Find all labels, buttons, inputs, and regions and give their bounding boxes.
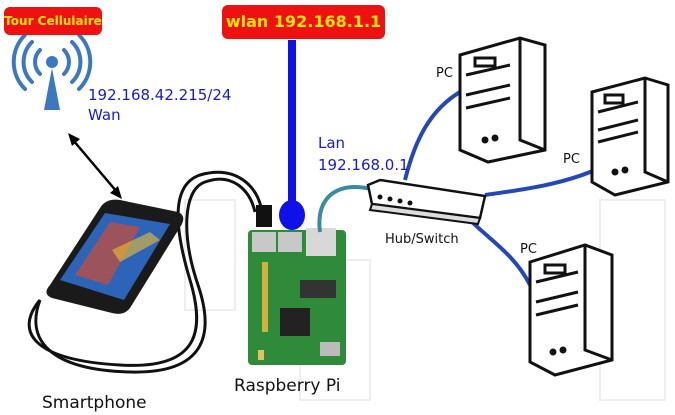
lan-ip-label: 192.168.0.1 [318, 156, 409, 174]
usb-cable [27, 170, 264, 374]
hub-switch-icon [366, 178, 487, 226]
wan-label: Wan [88, 106, 121, 124]
wlan-badge: wlan 192.168.1.1 [222, 5, 385, 39]
pc-tower-icon [528, 243, 614, 377]
smartphone-icon [46, 199, 184, 314]
wan-ip-label: 192.168.42.215/24 [88, 86, 232, 104]
raspberry-pi-label: Raspberry Pi [234, 376, 341, 396]
pc-tower-icon [590, 76, 670, 197]
pc-label-3: PC [520, 242, 537, 257]
pc-cables [403, 90, 596, 286]
raspberry-pi-icon [248, 228, 346, 365]
lan-cable [317, 185, 376, 233]
wan-link-arrow [68, 133, 122, 199]
tower-badge: Tour Cellulaire [4, 7, 102, 35]
hub-label: Hub/Switch [385, 232, 459, 247]
pc-tower-icon [458, 36, 547, 164]
smartphone-label: Smartphone [42, 393, 147, 413]
pc-label-1: PC [436, 66, 453, 81]
lan-label: Lan [318, 134, 346, 152]
wlan-antenna [279, 40, 305, 230]
usb-plug [256, 205, 272, 227]
cell-tower-icon [11, 33, 93, 110]
pc-label-2: PC [563, 152, 580, 167]
